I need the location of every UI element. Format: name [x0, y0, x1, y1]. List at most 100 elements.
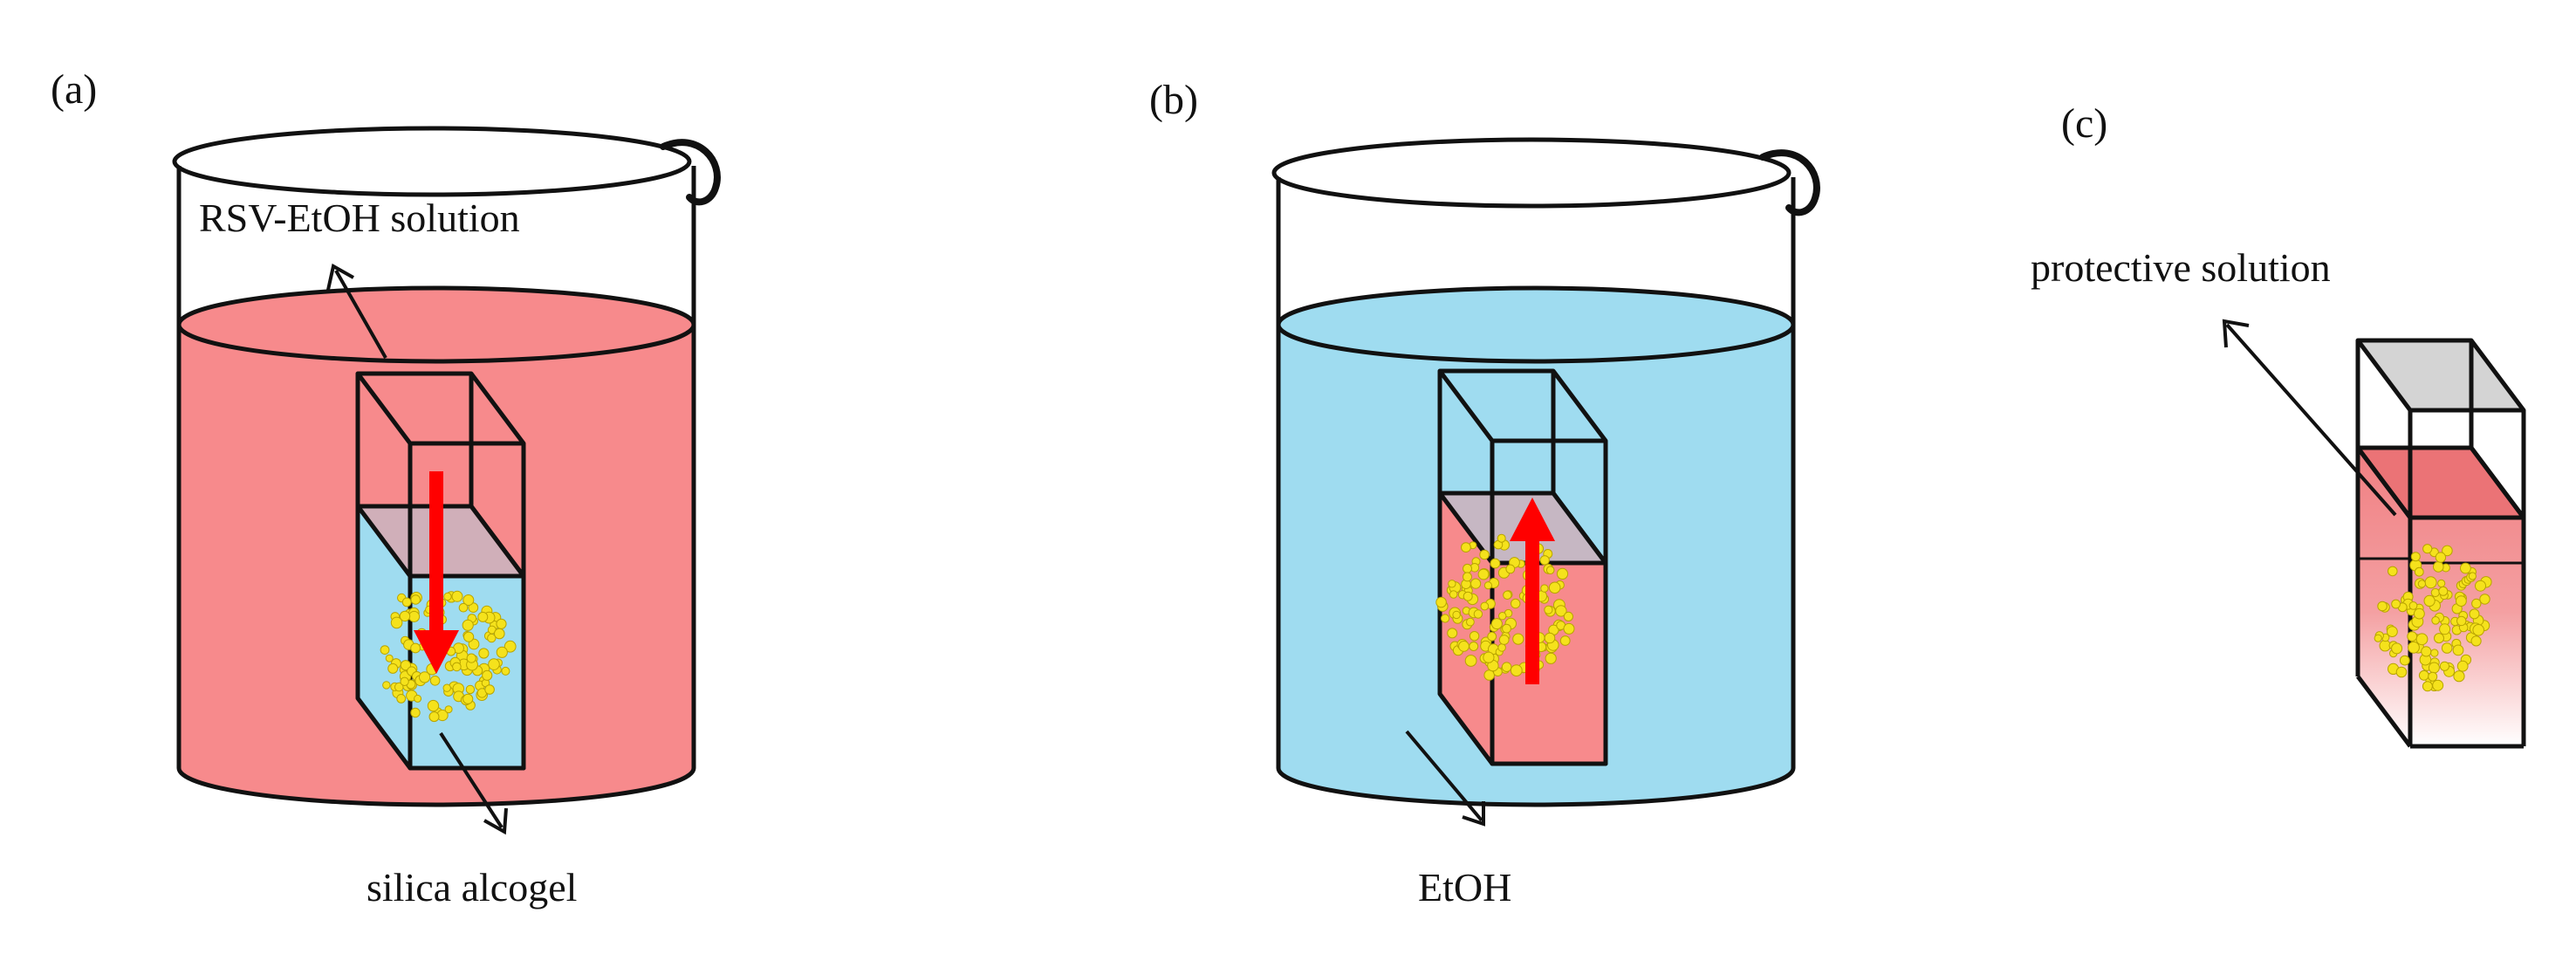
panel-b-beaker-spout [1759, 149, 1820, 216]
panel-b-beaker [1271, 137, 1796, 807]
particle [482, 669, 493, 681]
particle [2469, 608, 2480, 620]
panel-a-beaker-spout [660, 139, 721, 206]
particle [2422, 544, 2433, 554]
particle [2471, 598, 2482, 609]
particle [2431, 616, 2440, 625]
particle [2410, 552, 2421, 562]
particle [410, 707, 421, 718]
particle [2435, 552, 2447, 563]
particle [2437, 579, 2446, 588]
particle [2423, 594, 2436, 607]
panel-c-particles [2374, 544, 2492, 692]
particle [2418, 669, 2429, 681]
particle [1463, 572, 1472, 582]
particle [2432, 679, 2444, 691]
particle [427, 699, 440, 712]
particle [2470, 635, 2482, 647]
particle [2430, 587, 2440, 598]
particle [2468, 572, 2477, 580]
panel-c-protective-pointer [2222, 319, 2397, 517]
particle [501, 666, 510, 676]
particle [2428, 671, 2438, 682]
particle [1483, 581, 1493, 590]
panel-a-gel-label: silica alcogel [367, 865, 577, 910]
particle [477, 611, 489, 622]
particle [1458, 641, 1470, 652]
particle [390, 616, 403, 629]
particle [1452, 610, 1461, 620]
panel-b-letter: (b) [1149, 77, 1198, 123]
particle [2452, 644, 2464, 656]
particle [452, 662, 462, 672]
particle [2439, 623, 2451, 635]
panel-a-solution-pointer [326, 263, 387, 359]
particle [2395, 666, 2408, 678]
particle [1447, 628, 1458, 639]
particle [2408, 641, 2420, 654]
panel-a-solution-label: RSV-EtOH solution [199, 196, 520, 240]
particle [458, 602, 469, 613]
particle [1539, 555, 1550, 566]
particle [1511, 598, 1521, 609]
particle [387, 662, 399, 674]
particle [385, 654, 394, 662]
panel-a-liquid-surface [176, 285, 696, 364]
particle [1480, 601, 1490, 611]
particle [1502, 623, 1511, 634]
panel-b-solvent-label: EtOH [1418, 865, 1511, 910]
particle [1469, 642, 1479, 651]
panel-b-liquid-surface [1276, 285, 1796, 364]
particle [1563, 622, 1575, 635]
particle [2391, 599, 2401, 609]
particle [2433, 561, 2444, 573]
particle [2434, 633, 2444, 644]
particle [1540, 584, 1549, 593]
particle [2414, 607, 2425, 620]
particle [2399, 655, 2410, 666]
particle [1448, 580, 1456, 588]
panel-c-protective-label: protective solution [2031, 245, 2331, 290]
particle [2417, 580, 2426, 588]
particle [1490, 618, 1503, 630]
particle [494, 628, 505, 640]
particle [414, 694, 422, 703]
particle [466, 653, 476, 663]
panel-b-diffusion-arrow [1510, 498, 1555, 684]
particle [443, 592, 452, 601]
particle [2475, 580, 2486, 592]
particle [478, 648, 490, 659]
particle [2460, 562, 2471, 574]
particle [1512, 633, 1524, 645]
particle [1479, 549, 1490, 560]
panel-a-letter: (a) [51, 66, 97, 113]
particle [504, 640, 517, 653]
panel-a-diffusion-arrow [414, 471, 459, 674]
particle [428, 711, 440, 723]
particle [1473, 609, 1483, 619]
particle [1449, 590, 1458, 599]
particle [2441, 642, 2453, 654]
particle [2422, 681, 2433, 692]
particle [2407, 631, 2418, 642]
particle [1501, 662, 1512, 673]
particle [1487, 631, 1497, 642]
particle [419, 671, 431, 683]
particle [444, 705, 453, 714]
particle [462, 619, 474, 631]
particle [1497, 643, 1506, 652]
panel-c: (c) protective solution [2031, 100, 2526, 749]
particle [1548, 581, 1561, 594]
particle [1483, 669, 1495, 681]
particle [400, 676, 409, 686]
particle [1544, 605, 1553, 614]
panel-a-gel-pointer [439, 731, 508, 835]
particle [1503, 590, 1512, 600]
particle [1545, 566, 1555, 575]
particle [2428, 662, 2440, 674]
particle [463, 631, 475, 642]
particle [2430, 649, 2439, 657]
particle [484, 684, 495, 695]
particle [1463, 591, 1473, 601]
